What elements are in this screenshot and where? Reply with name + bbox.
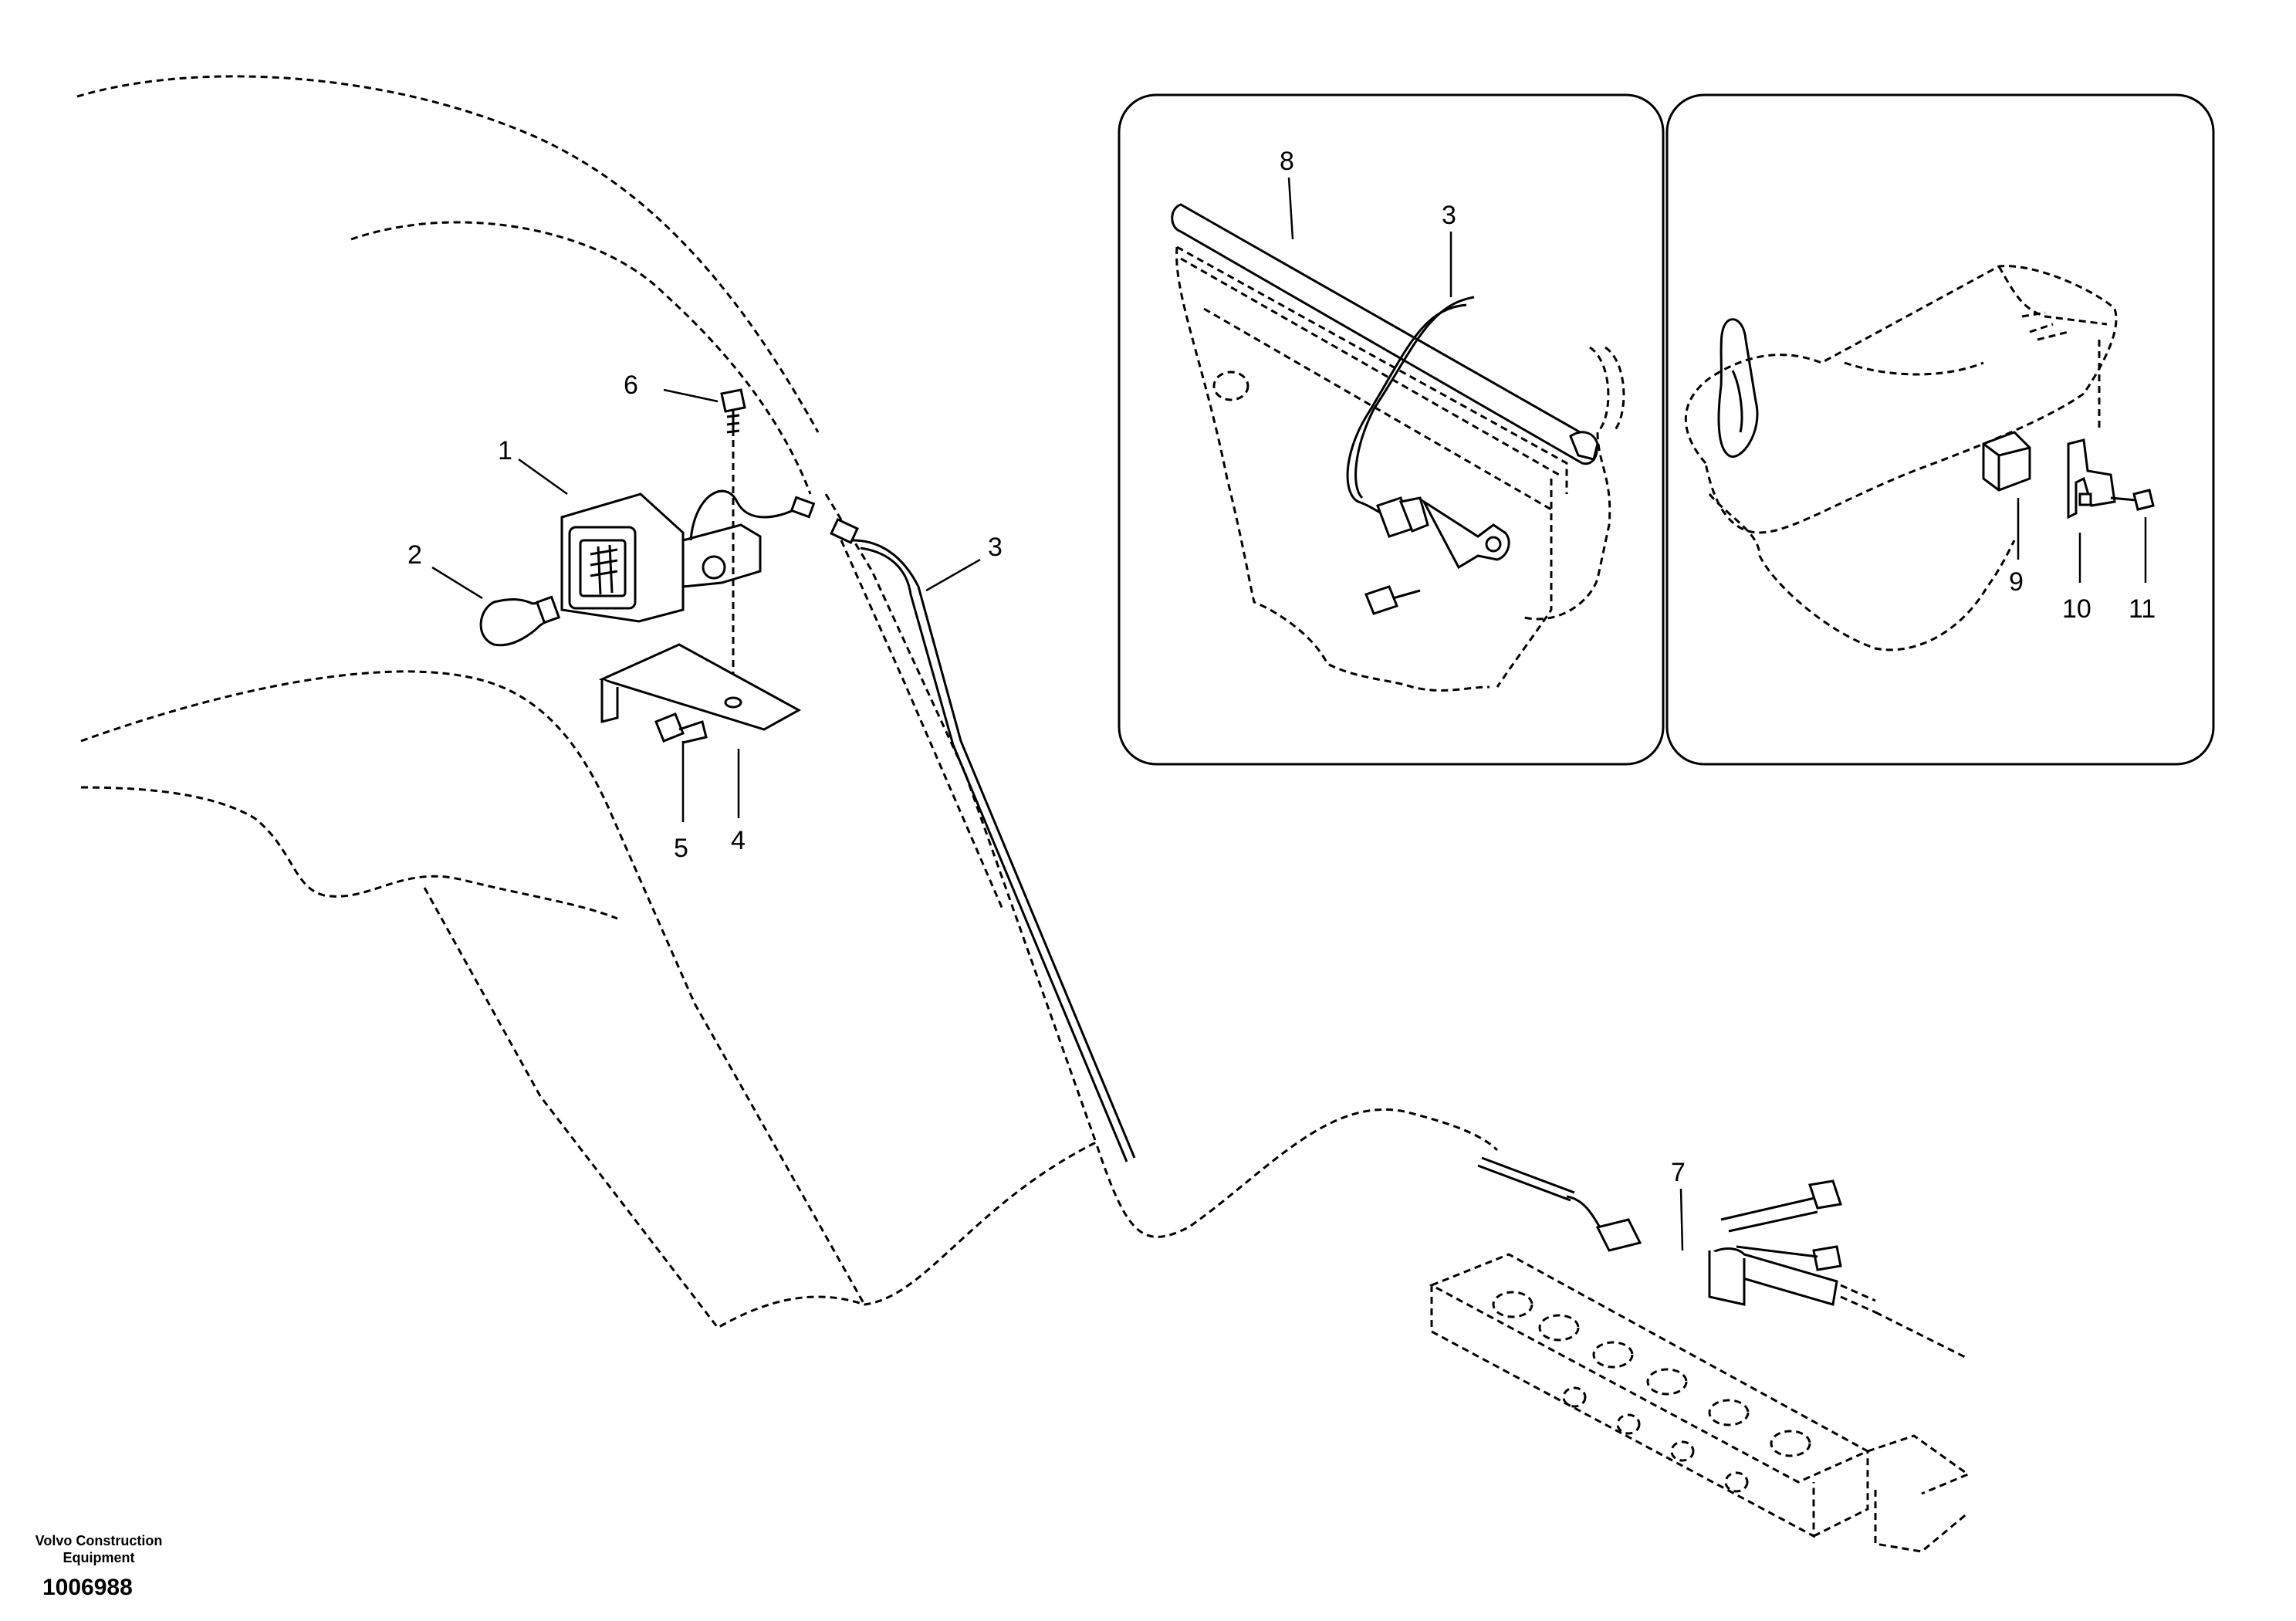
callout-3-inset: 3 <box>1442 201 1456 230</box>
inset-right <box>1665 93 2215 766</box>
bracket-assembly-7 <box>1477 1156 1969 1360</box>
callout-6: 6 <box>624 371 638 400</box>
callout-labels: 1 2 3 4 5 6 7 8 3 9 10 11 <box>407 147 2156 1187</box>
callout-11: 11 <box>2129 594 2156 624</box>
frame-rail <box>1429 1253 1971 1553</box>
work-lamp <box>560 489 816 623</box>
callout-9: 9 <box>2009 567 2024 597</box>
drawing-number: 1006988 <box>42 1575 133 1600</box>
callout-2: 2 <box>407 540 422 570</box>
callout-10: 10 <box>2062 594 2091 624</box>
company-line-2: Equipment <box>63 1550 135 1565</box>
machine-outline <box>76 75 1499 1329</box>
callout-1: 1 <box>498 436 512 465</box>
bolt-5 <box>654 712 708 744</box>
mounting-bracket <box>598 643 802 731</box>
leader-lines <box>431 177 2147 1251</box>
bulb <box>479 595 561 647</box>
callout-8: 8 <box>1280 147 1294 176</box>
company-name: Volvo Construction Equipment <box>14 1532 184 1566</box>
callout-7: 7 <box>1671 1158 1686 1187</box>
callout-4: 4 <box>731 826 746 855</box>
bolt-6 <box>720 388 746 695</box>
callout-3: 3 <box>988 533 1003 562</box>
company-line-1: Volvo Construction <box>35 1533 163 1548</box>
callout-5: 5 <box>674 834 688 863</box>
wire-harness <box>830 518 1136 1162</box>
inset-left <box>1118 93 1665 766</box>
